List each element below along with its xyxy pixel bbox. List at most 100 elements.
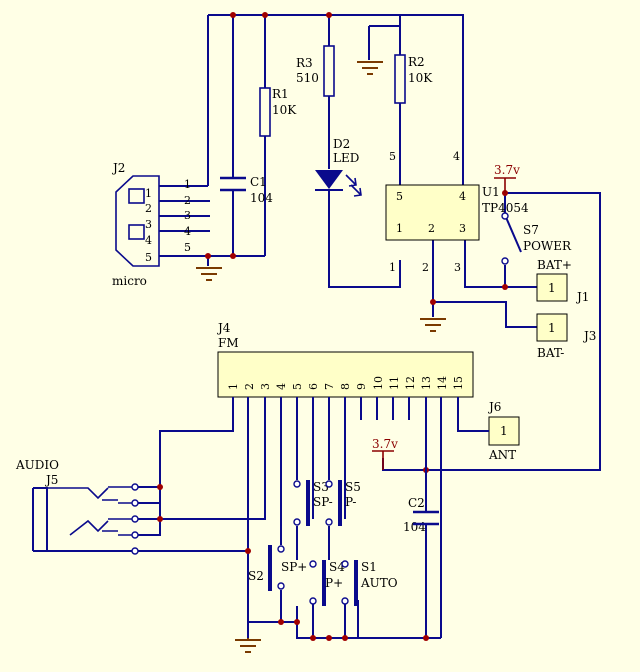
- j4-fm-module: J4 FM 1 2 3 4 5 6 7 8 9 10 11 12 13 14 1…: [216, 321, 474, 398]
- s5-label: S5: [345, 480, 361, 494]
- u1-inner-pin-5: 5: [396, 190, 403, 203]
- j5-label: J5: [44, 473, 58, 487]
- j2-pin-3: 3: [184, 209, 191, 222]
- s3-label: S3: [313, 480, 329, 494]
- j4-value: FM: [218, 336, 239, 350]
- ground-top-left: [196, 267, 222, 281]
- j2-pin-5: 5: [184, 241, 191, 254]
- c2-capacitor: C2 104: [403, 496, 426, 534]
- j2-pin-4: 4: [184, 225, 191, 238]
- j2-sub-label: micro: [112, 274, 147, 288]
- u1-value: TP4054: [482, 201, 529, 215]
- j4-pin-5: 5: [291, 383, 304, 390]
- s4-label: S4: [329, 560, 345, 574]
- r3-resistor: R3 510: [296, 45, 335, 97]
- u1-inner-pin-1: 1: [396, 222, 403, 235]
- s7-power-switch: S7 POWER: [501, 212, 572, 265]
- r2-value: 10K: [408, 71, 433, 85]
- j2-inner-pin-4: 4: [145, 234, 152, 247]
- j2-pin-1: 1: [184, 178, 191, 191]
- u1-outer-pin-3: 3: [454, 261, 461, 274]
- j3-label: J3: [582, 329, 596, 343]
- j4-pin-4: 4: [275, 383, 288, 390]
- d2-value: LED: [333, 151, 359, 165]
- s3-value: SP-: [313, 495, 333, 509]
- j4-pin-numbers: 1 2 3 4 5 6 7 8 9 10 11 12 13 14 15: [227, 376, 465, 390]
- vcc-top: 3.7v: [494, 163, 520, 193]
- r2-resistor: R2 10K: [394, 54, 433, 104]
- j2-micro-usb-connector: J2 micro 1 2 3 4 5 1 2 3 4 5: [111, 161, 191, 288]
- d2-label: D2: [333, 137, 350, 151]
- audio-label: AUDIO: [15, 458, 59, 472]
- j4-pin-14: 14: [436, 376, 449, 390]
- r1-value: 10K: [272, 103, 297, 117]
- c1-value: 104: [250, 191, 273, 205]
- j4-pin-8: 8: [339, 383, 352, 390]
- j3-battery-minus: 1 BAT- J3: [536, 313, 596, 360]
- j2-pin-2: 2: [184, 194, 191, 207]
- r1-label: R1: [272, 87, 289, 101]
- j4-pin-9: 9: [355, 383, 368, 390]
- s2-sp-plus-button: S2 SP+: [248, 545, 307, 591]
- r2-label: R2: [408, 55, 425, 69]
- s7-value: POWER: [523, 239, 572, 253]
- d2-led: D2 LED: [315, 137, 362, 197]
- u1-inner-pin-2: 2: [428, 222, 435, 235]
- u1-outer-pin-5: 5: [389, 150, 396, 163]
- r3-value: 510: [296, 71, 319, 85]
- c2-value: 104: [403, 520, 426, 534]
- j2-inner-pin-2: 2: [145, 202, 152, 215]
- j2-label: J2: [111, 161, 125, 175]
- u1-outer-pin-4: 4: [453, 150, 460, 163]
- ground-u1: [420, 318, 446, 332]
- s3-sp-minus-button: S3 SP-: [293, 480, 333, 526]
- s1-label: S1: [361, 560, 377, 574]
- j4-pin-10: 10: [372, 376, 385, 390]
- j6-label: J6: [487, 400, 501, 414]
- r3-label: R3: [296, 56, 313, 70]
- j6-pin: 1: [500, 424, 508, 438]
- j4-pin-2: 2: [243, 383, 256, 390]
- u1-inner-pin-3: 3: [459, 222, 466, 235]
- j4-pin-11: 11: [388, 376, 401, 390]
- u1-label: U1: [482, 185, 500, 199]
- j2-inner-pin-5: 5: [145, 251, 152, 264]
- wires-bottom: [33, 397, 489, 639]
- j1-battery-plus: 1 BAT+ J1: [536, 258, 589, 304]
- s2-value: SP+: [281, 560, 307, 574]
- c1-label: C1: [250, 175, 267, 189]
- u1-inner-pin-4: 4: [459, 190, 466, 203]
- c1-capacitor: C1 104: [250, 175, 273, 205]
- r1-resistor: R1 10K: [259, 87, 297, 137]
- j2-inner-pin-1: 1: [145, 187, 152, 200]
- j4-pin-6: 6: [307, 383, 320, 390]
- j4-pin-1: 1: [227, 383, 240, 390]
- c2-plates: [413, 510, 439, 526]
- bat-plus-label: BAT+: [537, 258, 572, 272]
- j1-label: J1: [575, 290, 589, 304]
- u1-charger-ic: 5 4 1 2 3 5 4 1 2 3 U1 TP4054: [385, 150, 529, 274]
- s2-label: S2: [248, 569, 264, 583]
- junctions-bottom: [157, 484, 429, 641]
- j2-inner-pin-3: 3: [145, 218, 152, 231]
- c2-label: C2: [408, 496, 425, 510]
- j4-label: J4: [216, 321, 231, 335]
- j3-pin: 1: [548, 321, 556, 335]
- u1-outer-pin-1: 1: [389, 261, 396, 274]
- vcc-bottom: 3.7v: [372, 437, 398, 470]
- vcc-top-label: 3.7v: [494, 163, 520, 177]
- s1-auto-button: S1 AUTO: [341, 560, 398, 606]
- j4-pin-15: 15: [452, 376, 465, 390]
- j6-antenna-connector: 1 J6 ANT: [487, 400, 520, 462]
- s1-value: AUTO: [360, 576, 398, 590]
- j4-pin-3: 3: [259, 383, 272, 390]
- j6-value: ANT: [488, 448, 516, 462]
- j4-pin-12: 12: [404, 376, 417, 390]
- s7-label: S7: [523, 223, 539, 237]
- junctions-top: [205, 12, 508, 473]
- s4-value: P+: [325, 576, 343, 590]
- u1-outer-pin-2: 2: [422, 261, 429, 274]
- bat-minus-label: BAT-: [537, 346, 564, 360]
- ground-top-right: [357, 61, 383, 75]
